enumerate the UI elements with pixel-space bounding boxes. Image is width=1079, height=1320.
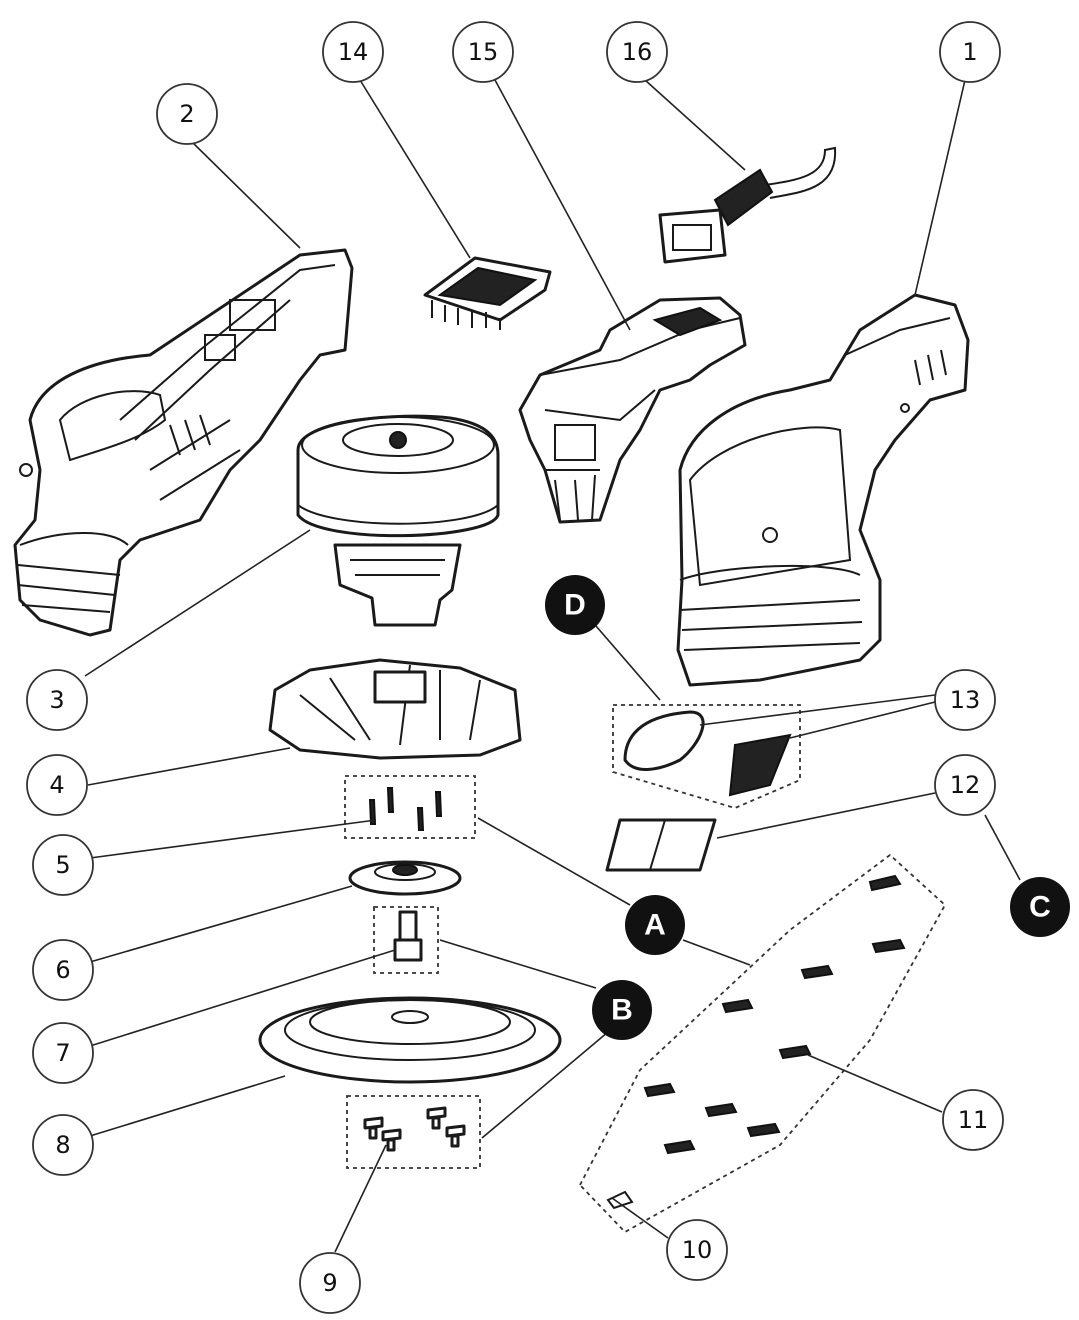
callout-10: 10 xyxy=(666,1219,728,1281)
part-2-left-housing xyxy=(13,248,354,637)
callout-12: 12 xyxy=(934,754,996,816)
callout-16: 16 xyxy=(606,21,668,83)
callout-13-label: 13 xyxy=(950,686,981,714)
callout-3-label: 3 xyxy=(49,686,64,714)
part-15-switch-assembly xyxy=(518,296,747,524)
part-11-housing-screws xyxy=(578,853,947,1234)
group-badge-C-label: C xyxy=(1029,891,1051,924)
callout-1: 1 xyxy=(939,21,1001,83)
part-3-motor xyxy=(296,414,500,627)
callout-16-label: 16 xyxy=(622,38,653,66)
part-13-badges xyxy=(612,704,801,809)
part-6-bearing-plate xyxy=(348,860,462,896)
callout-11-label: 11 xyxy=(958,1106,989,1134)
callout-10-label: 10 xyxy=(682,1236,713,1264)
callout-9: 9 xyxy=(299,1252,361,1314)
callout-8-label: 8 xyxy=(55,1131,70,1159)
callout-15: 15 xyxy=(452,21,514,83)
part-4-fan xyxy=(268,658,522,760)
callout-12-label: 12 xyxy=(950,771,981,799)
group-badge-A: A xyxy=(625,895,685,955)
part-10-clip xyxy=(606,1190,634,1210)
part-7-spindle xyxy=(373,906,439,974)
callout-14-label: 14 xyxy=(338,38,369,66)
group-badge-C: C xyxy=(1010,877,1070,937)
callout-5: 5 xyxy=(32,834,94,896)
part-1-right-housing xyxy=(676,293,970,687)
callout-4: 4 xyxy=(26,754,88,816)
callout-6-label: 6 xyxy=(55,956,70,984)
callout-13: 13 xyxy=(934,669,996,731)
leader-lines xyxy=(84,79,1021,1253)
callout-15-label: 15 xyxy=(468,38,499,66)
callout-2-label: 2 xyxy=(179,100,194,128)
callout-2: 2 xyxy=(156,83,218,145)
callout-9-label: 9 xyxy=(322,1269,337,1297)
group-badge-B: B xyxy=(592,980,652,1040)
part-5-screws xyxy=(344,775,476,839)
callout-7: 7 xyxy=(32,1022,94,1084)
group-badge-D: D xyxy=(545,575,605,635)
callout-11: 11 xyxy=(942,1089,1004,1151)
group-badge-D-label: D xyxy=(564,589,586,622)
part-14-circuit-board xyxy=(423,256,552,330)
callout-6: 6 xyxy=(32,939,94,1001)
callout-3: 3 xyxy=(26,669,88,731)
callout-7-label: 7 xyxy=(55,1039,70,1067)
callout-4-label: 4 xyxy=(49,771,64,799)
group-badge-A-label: A xyxy=(644,909,666,942)
callout-5-label: 5 xyxy=(55,851,70,879)
callout-1-label: 1 xyxy=(962,38,977,66)
callout-14: 14 xyxy=(322,21,384,83)
group-badge-B-label: B xyxy=(611,994,633,1027)
callout-8: 8 xyxy=(32,1114,94,1176)
part-16-power-cord xyxy=(658,146,837,264)
part-12-sticker xyxy=(605,818,717,872)
part-8-backing-pad xyxy=(258,996,562,1084)
part-9-pad-screws xyxy=(346,1095,481,1169)
